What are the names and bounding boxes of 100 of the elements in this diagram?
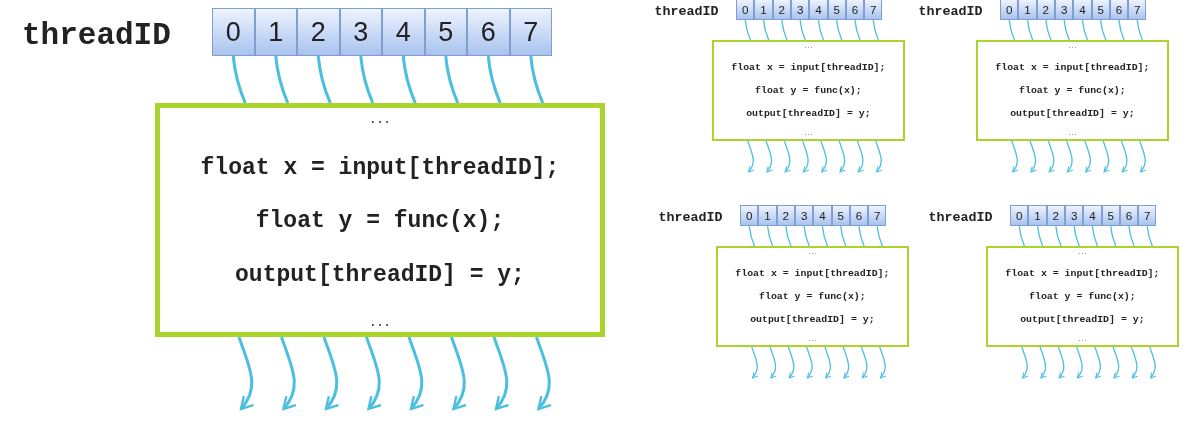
code-line: float y = func(x);	[1029, 292, 1136, 303]
code-box	[985, 246, 1180, 347]
thread-line	[1036, 225, 1044, 247]
array-cell: 1	[254, 8, 297, 56]
thread-line	[744, 19, 752, 41]
array-cell: 4	[1083, 205, 1102, 227]
array-cell: 7	[868, 205, 887, 227]
code-box	[155, 103, 605, 337]
output-arrow	[1021, 346, 1028, 379]
code-line: output[threadID] = y;	[1010, 109, 1135, 121]
output-arrow	[838, 140, 846, 173]
output-arrow	[875, 140, 882, 173]
thread-line	[858, 225, 865, 247]
thread-line	[766, 225, 774, 247]
code-line: float x = input[threadID];	[1005, 268, 1160, 280]
code-line: output[threadID] = y;	[746, 109, 871, 121]
thread-line	[529, 55, 545, 104]
array-cell: 7	[864, 0, 883, 21]
output-arrow	[1102, 140, 1110, 173]
output-arrow	[747, 140, 754, 173]
code-line: float x = input[threadID];	[995, 62, 1150, 74]
code-line: float x = input[threadID];	[735, 268, 890, 280]
code-line: float x = input[threadID];	[200, 155, 560, 181]
thread-line	[274, 55, 290, 104]
array-cell: 1	[754, 0, 773, 21]
thread-line	[1118, 19, 1125, 41]
output-arrow	[1120, 140, 1128, 173]
thread-line	[1136, 19, 1144, 41]
thread-line	[854, 19, 861, 41]
variable-label: threadID	[658, 209, 723, 225]
array-cell: 7	[1138, 205, 1157, 227]
code-line: float x = input[threadID];	[731, 62, 886, 74]
thread-line	[1091, 225, 1099, 247]
output-arrow	[751, 346, 758, 379]
thread-line	[486, 55, 502, 104]
code-line: float y = func(x);	[1019, 86, 1126, 97]
code-line: output[threadID] = y;	[750, 315, 875, 327]
code-box	[975, 40, 1170, 141]
array-cell: 7	[1128, 0, 1147, 21]
thread-line	[1055, 225, 1062, 247]
array-cell: 0	[1010, 205, 1029, 227]
array-cell: 0	[740, 205, 759, 227]
thread-line	[781, 19, 788, 41]
thread-line	[799, 19, 806, 41]
array-cell: 1	[1028, 205, 1047, 227]
output-arrow	[860, 346, 868, 379]
thread-line	[1146, 225, 1154, 247]
output-arrow	[535, 336, 551, 411]
array-cell: 2	[297, 8, 340, 56]
thread-line	[876, 225, 884, 247]
output-arrow	[787, 346, 795, 379]
array-cell: 4	[1073, 0, 1092, 21]
output-arrow	[1094, 346, 1102, 379]
output-arrow	[237, 336, 254, 411]
output-arrow	[856, 140, 864, 173]
output-arrow	[805, 346, 813, 379]
output-arrow	[820, 140, 828, 173]
code-line: output[threadID] = y;	[1020, 315, 1145, 327]
thread-line	[231, 55, 247, 104]
output-arrow	[365, 336, 381, 411]
output-arrow	[769, 346, 777, 379]
thread-line	[401, 55, 417, 104]
thread-line	[821, 225, 829, 247]
output-arrow	[842, 346, 850, 379]
output-arrow	[1011, 140, 1018, 173]
output-arrow	[765, 140, 773, 173]
code-box	[711, 40, 906, 141]
thread-line	[840, 225, 847, 247]
output-arrow	[1057, 346, 1065, 379]
array-cell: 1	[1018, 0, 1037, 21]
thread-line	[316, 55, 332, 104]
output-arrow	[407, 336, 424, 411]
thread-line	[1008, 19, 1016, 41]
output-arrow	[1039, 346, 1047, 379]
thread-line	[444, 55, 460, 104]
output-arrow	[1130, 346, 1138, 379]
thread-line	[1110, 225, 1117, 247]
ellipsis: ...	[369, 114, 391, 128]
code-line: float y = func(x);	[759, 292, 866, 303]
array-cell: 4	[809, 0, 828, 21]
ellipsis: ...	[369, 316, 391, 330]
thread-line	[803, 225, 810, 247]
output-arrow	[1029, 140, 1037, 173]
array-cell: 7	[509, 8, 552, 56]
thread-line	[1073, 225, 1080, 247]
output-arrow	[450, 336, 466, 411]
thread-line	[836, 19, 843, 41]
variable-label: threadID	[918, 3, 983, 19]
thread-line	[785, 225, 792, 247]
code-line: float y = func(x);	[755, 86, 862, 97]
variable-label: threadID	[22, 18, 171, 53]
array-cell: 4	[382, 8, 425, 56]
thread-line	[1018, 225, 1026, 247]
output-arrow	[322, 336, 339, 411]
array-cell: 3	[339, 8, 382, 56]
array-cell: 0	[1000, 0, 1019, 21]
code-box	[715, 246, 910, 347]
output-arrow	[1065, 140, 1073, 173]
output-arrow	[1139, 140, 1146, 173]
code-line: output[threadID] = y;	[235, 263, 525, 289]
